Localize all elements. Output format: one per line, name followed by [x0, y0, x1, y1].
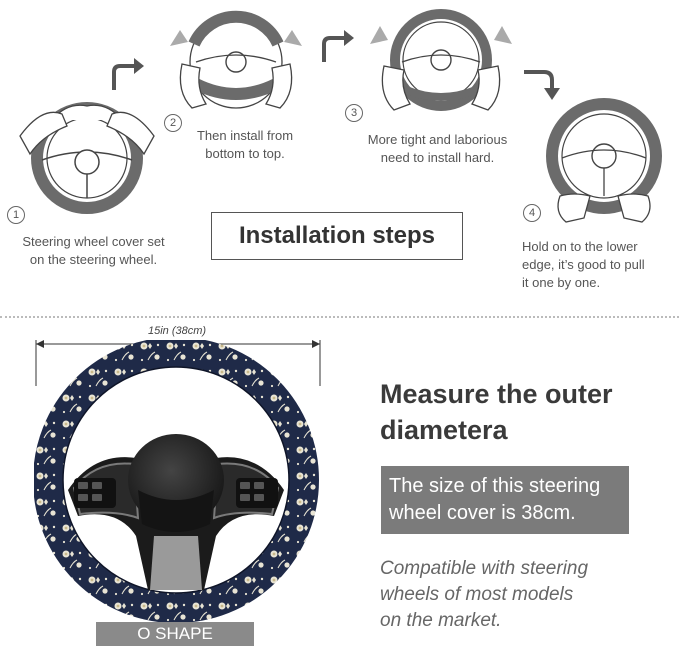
steering-wheel-photo	[34, 340, 319, 623]
step-1-number: 1	[7, 206, 25, 224]
step-4-illustration	[546, 98, 662, 223]
step-2-number: 2	[164, 114, 182, 132]
arrow-icon	[322, 30, 354, 62]
installation-steps-title: Installation steps	[211, 212, 463, 260]
section-divider	[0, 316, 679, 318]
o-shape-label: O SHAPE	[96, 622, 254, 646]
step-4-caption: Hold on to the lower edge, it’s good to …	[522, 239, 645, 290]
step-2-caption: Then install from bottom to top.	[196, 128, 294, 161]
compatibility-text: Compatible with steering wheels of most …	[380, 558, 589, 631]
dimension-label: 15in (38cm)	[148, 325, 207, 337]
step-3-illustration	[370, 9, 512, 111]
arrow-icon	[112, 58, 144, 90]
step-3-number: 3	[345, 104, 363, 122]
arrow-icon	[524, 70, 560, 100]
step-1-illustration	[19, 102, 155, 214]
size-info-box: The size of this steering wheel cover is…	[381, 466, 629, 534]
step-1-caption: Steering wheel cover set on the steering…	[22, 234, 165, 267]
step-3-caption: More tight and laborious need to install…	[367, 132, 508, 165]
measure-title: Measure the outer diametera	[380, 379, 613, 445]
step-4-number: 4	[523, 204, 541, 222]
step-2-illustration	[170, 10, 302, 109]
